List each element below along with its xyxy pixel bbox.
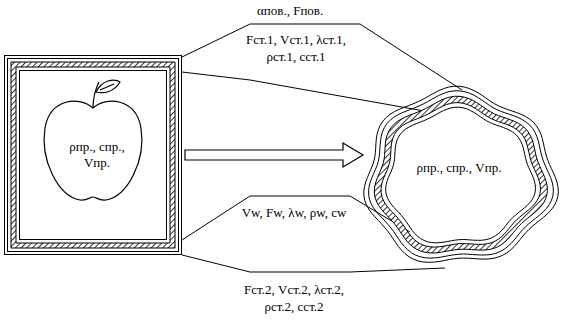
parameter-label: Vw, Fw, λw, ρw, cw (238, 205, 350, 222)
parameter-label: Fст.1, Vст.1, λст.1, ρст.1, cст.1 (240, 32, 352, 66)
hollow-arrow (185, 143, 363, 167)
property-text: ρпр., cпр., Vпр. (57, 139, 137, 172)
blob-outline (355, 80, 563, 275)
framed-product-box: ρпр., cпр., Vпр. (4, 55, 182, 255)
leader-lines (182, 24, 462, 272)
parameter-label: Fст.2, Vст.2, λст.2, ρст.2, cст.2 (236, 282, 352, 316)
wrapped-product-blob: ρпр., cпр., Vпр. (355, 80, 563, 275)
box-outline (4, 55, 182, 255)
property-text: ρпр., cпр., Vпр. (399, 160, 519, 176)
apple-drawing (44, 80, 142, 200)
parameter-label: αпов., Fпов. (255, 3, 325, 20)
